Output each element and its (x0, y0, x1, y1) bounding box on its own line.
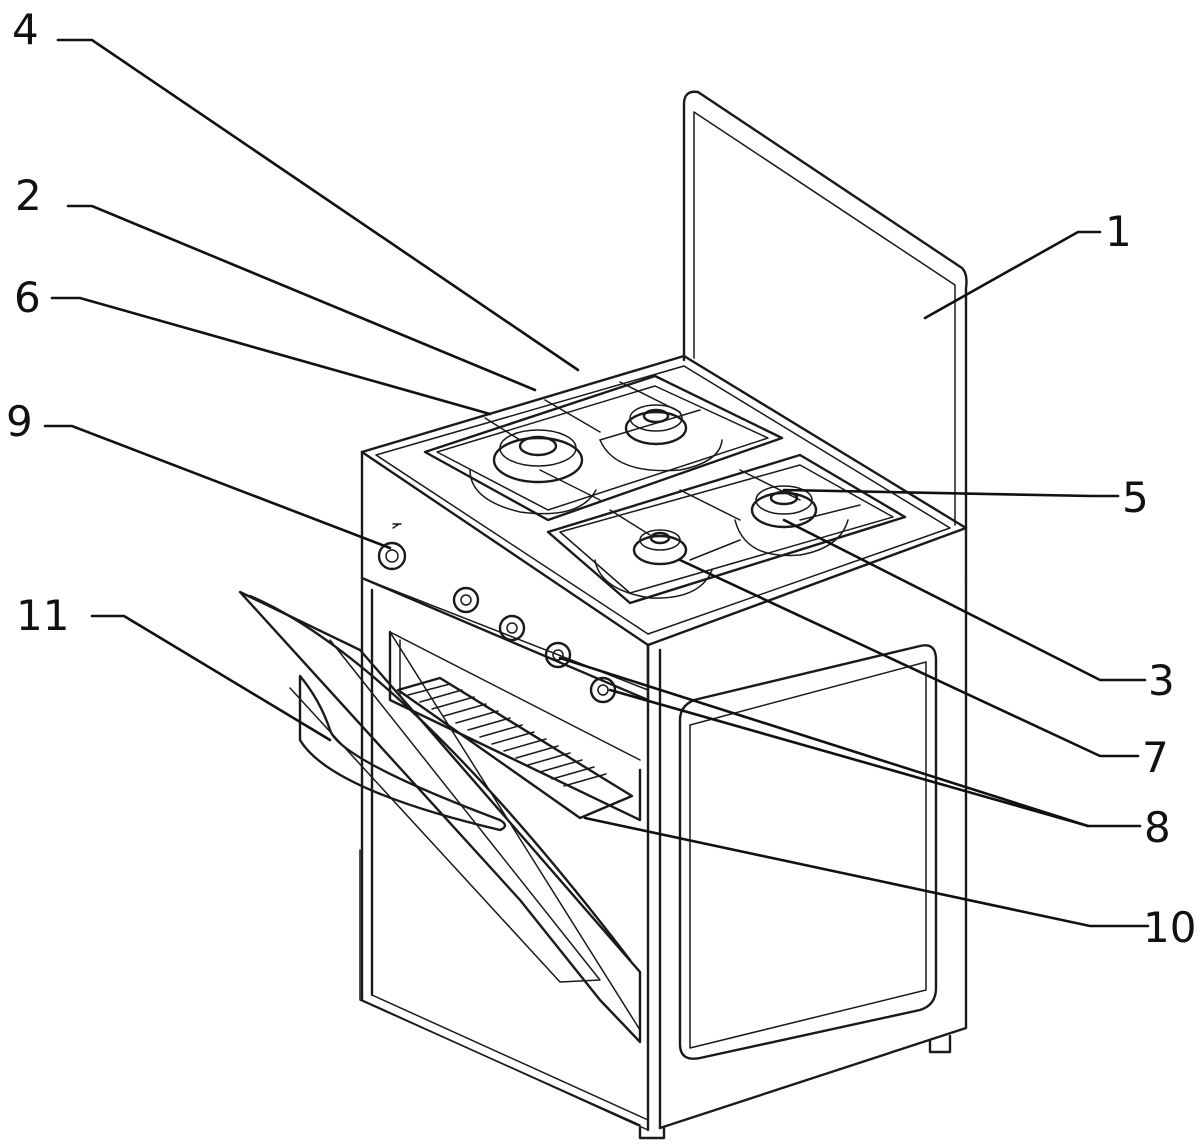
leader-11 (90, 614, 332, 742)
callout-6: 6 (14, 273, 41, 322)
leader-1 (923, 230, 1102, 320)
oven-door (238, 590, 642, 1126)
callout-8: 8 (1144, 803, 1171, 852)
leader-7 (678, 558, 1140, 758)
side-panel-window (678, 644, 938, 1060)
leader-4 (56, 38, 580, 372)
oven-tray (396, 676, 634, 820)
callout-9: 9 (6, 397, 33, 446)
rear-left-burner (492, 429, 584, 484)
callout-3: 3 (1148, 656, 1175, 705)
rear-grate (423, 374, 784, 522)
leader-5 (782, 488, 1120, 498)
front-grate (546, 453, 907, 605)
hob-top (360, 354, 968, 702)
leader-2 (66, 204, 537, 392)
oven-knob (377, 523, 407, 571)
callout-5: 5 (1122, 473, 1149, 522)
cabinet (360, 576, 968, 1140)
leader-8b (558, 656, 1090, 828)
front-left-burner (632, 529, 688, 566)
leader-3 (782, 518, 1147, 682)
callout-2: 2 (15, 171, 42, 220)
lid (682, 90, 968, 530)
callout-1: 1 (1105, 207, 1132, 256)
callout-11: 11 (16, 591, 69, 640)
callout-10: 10 (1143, 903, 1196, 952)
callout-4: 4 (12, 5, 39, 54)
oven-cavity (388, 630, 642, 1031)
front-right-burner (750, 485, 818, 529)
leader-10 (583, 816, 1150, 928)
callout-7: 7 (1142, 733, 1169, 782)
leader-6 (50, 296, 492, 416)
leader-9 (43, 424, 392, 550)
control-knobs (452, 586, 617, 704)
rear-right-burner (624, 404, 688, 446)
leader-lines (43, 38, 1150, 928)
